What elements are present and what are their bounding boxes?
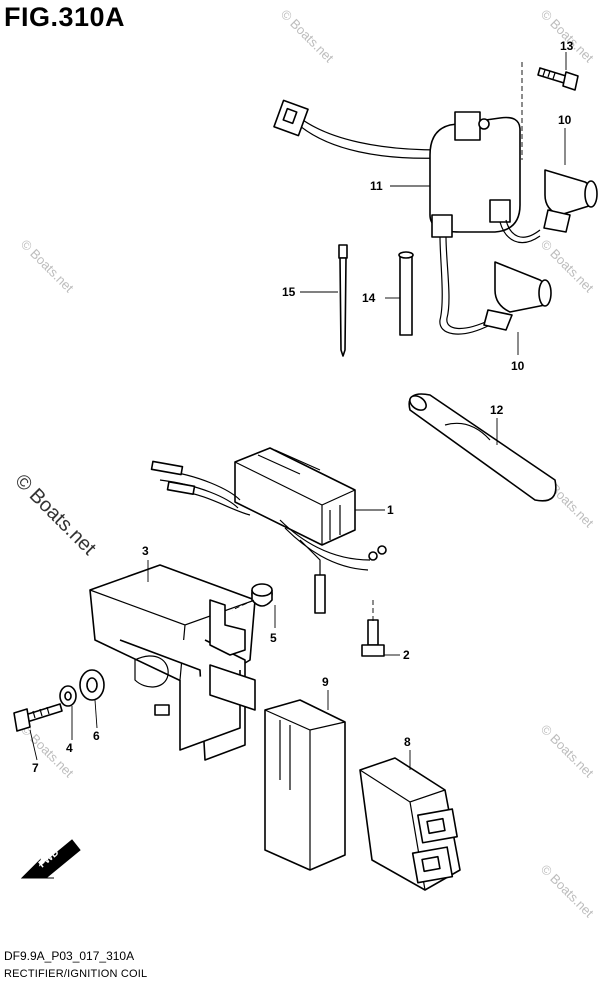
callout-4: 4 [66, 741, 73, 755]
callout-7: 7 [32, 761, 39, 775]
callout-3: 3 [142, 544, 149, 558]
part-14-sleeve [408, 393, 557, 502]
figure-title: FIG.310A [4, 2, 126, 32]
part-13-tube [398, 251, 414, 336]
watermark-small: © Boats.net [18, 237, 77, 296]
callout-5: 5 [270, 631, 277, 645]
callout-10-upper: 10 [558, 113, 572, 127]
part-4-washer [59, 685, 77, 707]
part-8-relay-box [359, 757, 461, 891]
watermark-small: © Boats.net [538, 722, 597, 781]
fwd-arrow: FWD [20, 839, 81, 879]
callout-6: 6 [93, 729, 100, 743]
callout-1: 1 [387, 503, 394, 517]
watermark-small: © Boats.net [278, 7, 337, 66]
figure-code: DF9.9A_P03_017_310A [4, 949, 135, 963]
part-7-bolt [13, 703, 63, 732]
part-11-ignition-coil [273, 99, 541, 335]
part-10-plug-cap-upper [543, 169, 598, 233]
callout-9: 9 [322, 675, 329, 689]
callout-2: 2 [403, 648, 410, 662]
part-2-bolt [361, 619, 385, 657]
callout-15: 15 [282, 285, 296, 299]
part-3-bracket [89, 564, 256, 761]
callout-12: 13 [560, 39, 574, 53]
callout-11: 11 [370, 179, 383, 193]
part-12-bolt [537, 67, 579, 91]
figure-caption: RECTIFIER/IGNITION COIL [4, 968, 148, 980]
part-6-grommet [79, 669, 105, 701]
callout-8: 8 [404, 735, 411, 749]
watermark-main: © Boats.net [10, 470, 100, 560]
watermark-small: © Boats.net [538, 862, 597, 921]
callout-numbers: 13 10 11 15 14 10 12 1 3 5 2 9 8 4 6 7 [32, 39, 574, 775]
callout-14: 12 [490, 403, 504, 417]
callout-13: 14 [362, 291, 376, 305]
callout-10-lower: 10 [511, 359, 525, 373]
part-5-grommet [251, 583, 273, 607]
part-15-cable-tie [338, 244, 348, 357]
leader-lines [29, 52, 567, 770]
grommet-5-dashed-axis [231, 599, 255, 611]
part-1-rectifier [150, 447, 387, 614]
watermark-small: © Boats.net [538, 7, 597, 66]
part-10-plug-cap-lower [483, 261, 552, 331]
part-9-cover [264, 699, 346, 871]
